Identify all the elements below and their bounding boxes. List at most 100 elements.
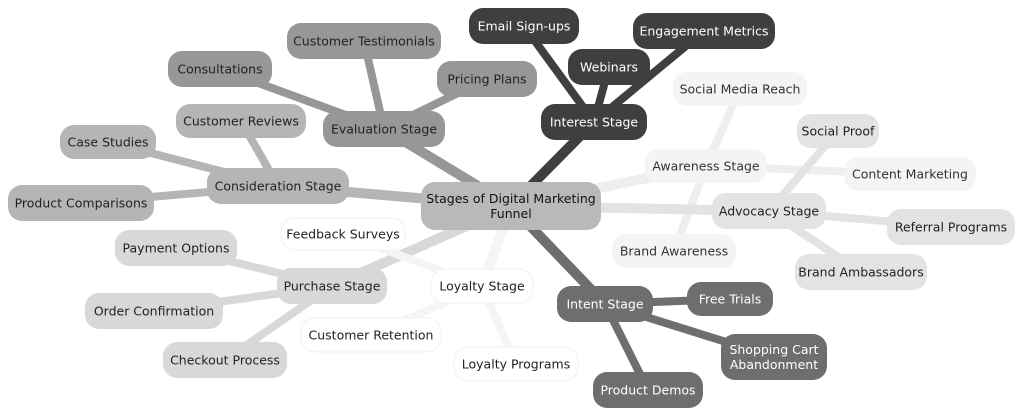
product-comparisons-node: Product Comparisons [8, 185, 154, 221]
shopping-cart-abandonment-node-label: Shopping Cart [729, 342, 818, 357]
awareness-stage-node-box [645, 149, 767, 183]
consultations-node-box [168, 51, 272, 87]
shopping-cart-abandonment-node-label: Abandonment [730, 357, 818, 372]
consideration-stage-node-box [207, 168, 349, 204]
engagement-metrics-node-box [633, 13, 775, 49]
customer-reviews-node: Customer Reviews [176, 104, 306, 138]
case-studies-node: Case Studies [60, 125, 156, 159]
customer-retention-node: Customer Retention [300, 317, 442, 353]
shopping-cart-abandonment-node-box [721, 334, 827, 380]
free-trials-node-label: Free Trials [699, 292, 762, 307]
loyalty-stage-node: Loyalty Stage [430, 268, 534, 304]
case-studies-node-label: Case Studies [68, 135, 149, 150]
customer-retention-node-label: Customer Retention [309, 328, 434, 343]
loyalty-programs-node: Loyalty Programs [453, 346, 579, 382]
referral-programs-node-label: Referral Programs [895, 220, 1007, 235]
evaluation-stage-node-label: Evaluation Stage [331, 122, 437, 137]
free-trials-node: Free Trials [687, 282, 773, 316]
email-sign-ups-node: Email Sign-ups [469, 8, 579, 44]
evaluation-stage-node: Evaluation Stage [323, 111, 445, 147]
interest-stage-node-label: Interest Stage [550, 115, 639, 130]
email-sign-ups-node-box [469, 8, 579, 44]
feedback-surveys-node: Feedback Surveys [280, 217, 406, 251]
customer-testimonials-node: Customer Testimonials [287, 23, 441, 59]
free-trials-node-box [687, 282, 773, 316]
brand-ambassadors-node-box [795, 254, 927, 290]
checkout-process-node-label: Checkout Process [170, 353, 280, 368]
pricing-plans-node-box [437, 61, 537, 97]
social-proof-node: Social Proof [797, 114, 879, 148]
pricing-plans-node-label: Pricing Plans [447, 72, 526, 87]
social-proof-node-box [797, 114, 879, 148]
payment-options-node-box [115, 230, 237, 266]
case-studies-node-box [60, 125, 156, 159]
consultations-node: Consultations [168, 51, 272, 87]
pricing-plans-node: Pricing Plans [437, 61, 537, 97]
engagement-metrics-node: Engagement Metrics [633, 13, 775, 49]
product-demos-node-label: Product Demos [600, 383, 695, 398]
customer-retention-node-box [300, 317, 442, 353]
loyalty-stage-node-label: Loyalty Stage [439, 279, 525, 294]
consideration-stage-node: Consideration Stage [207, 168, 349, 204]
loyalty-programs-node-box [453, 346, 579, 382]
content-marketing-node: Content Marketing [844, 157, 976, 191]
webinars-node: Webinars [568, 49, 650, 85]
interest-stage-node: Interest Stage [541, 104, 647, 140]
intent-stage-node: Intent Stage [557, 286, 653, 322]
engagement-metrics-node-label: Engagement Metrics [639, 24, 768, 39]
product-demos-node: Product Demos [593, 372, 703, 408]
social-media-reach-node-label: Social Media Reach [680, 82, 801, 97]
referral-programs-node-box [887, 209, 1015, 245]
product-comparisons-node-box [8, 185, 154, 221]
awareness-stage-node-label: Awareness Stage [652, 159, 760, 174]
brand-awareness-node: Brand Awareness [612, 234, 736, 268]
email-sign-ups-node-label: Email Sign-ups [478, 19, 571, 34]
webinars-node-box [568, 49, 650, 85]
brand-ambassadors-node-label: Brand Ambassadors [798, 265, 923, 280]
product-comparisons-node-label: Product Comparisons [15, 196, 148, 211]
consideration-stage-node-label: Consideration Stage [215, 179, 342, 194]
checkout-process-node: Checkout Process [163, 342, 287, 378]
feedback-surveys-node-label: Feedback Surveys [286, 227, 400, 242]
brand-ambassadors-node: Brand Ambassadors [795, 254, 927, 290]
purchase-stage-node-box [277, 268, 387, 304]
evaluation-stage-node-box [323, 111, 445, 147]
social-media-reach-node-box [673, 72, 807, 106]
customer-testimonials-node-box [287, 23, 441, 59]
content-marketing-node-box [844, 157, 976, 191]
content-marketing-node-label: Content Marketing [852, 167, 968, 182]
loyalty-stage-node-box [430, 268, 534, 304]
payment-options-node: Payment Options [115, 230, 237, 266]
customer-testimonials-node-label: Customer Testimonials [293, 34, 435, 49]
awareness-stage-node: Awareness Stage [645, 149, 767, 183]
advocacy-stage-node: Advocacy Stage [712, 193, 826, 229]
purchase-stage-node-label: Purchase Stage [284, 279, 381, 294]
purchase-stage-node: Purchase Stage [277, 268, 387, 304]
loyalty-programs-node-label: Loyalty Programs [462, 357, 570, 372]
referral-programs-node: Referral Programs [887, 209, 1015, 245]
order-confirmation-node-box [85, 293, 223, 329]
root-node-box [421, 182, 601, 230]
order-confirmation-node-label: Order Confirmation [94, 304, 214, 319]
advocacy-stage-node-label: Advocacy Stage [719, 204, 820, 219]
intent-stage-node-box [557, 286, 653, 322]
product-demos-node-box [593, 372, 703, 408]
root-node-label: Stages of Digital Marketing [426, 191, 595, 206]
brand-awareness-node-label: Brand Awareness [620, 244, 728, 259]
root-node-label: Funnel [490, 206, 531, 221]
social-proof-node-label: Social Proof [802, 124, 876, 139]
webinars-node-label: Webinars [580, 60, 638, 75]
payment-options-node-label: Payment Options [123, 241, 230, 256]
consultations-node-label: Consultations [177, 62, 262, 77]
checkout-process-node-box [163, 342, 287, 378]
order-confirmation-node: Order Confirmation [85, 293, 223, 329]
customer-reviews-node-label: Customer Reviews [183, 114, 299, 129]
customer-reviews-node-box [176, 104, 306, 138]
social-media-reach-node: Social Media Reach [673, 72, 807, 106]
interest-stage-node-box [541, 104, 647, 140]
advocacy-stage-node-box [712, 193, 826, 229]
